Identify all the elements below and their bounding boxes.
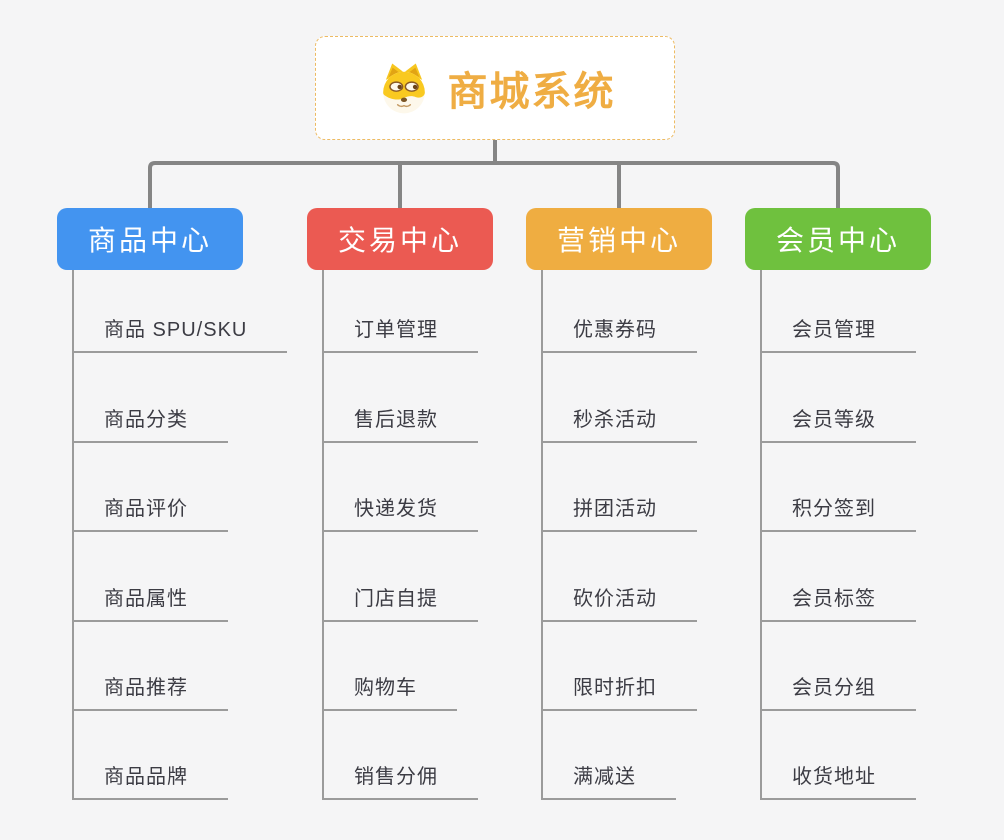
branch-node-2[interactable]: 营销中心 (526, 208, 712, 270)
child-node[interactable]: 商品分类 (72, 407, 228, 443)
child-node[interactable]: 优惠券码 (541, 317, 697, 353)
child-node[interactable]: 拼团活动 (541, 496, 697, 532)
child-label: 商品 SPU/SKU (104, 319, 248, 341)
child-label: 积分签到 (792, 498, 876, 520)
child-label: 会员等级 (792, 409, 876, 431)
child-label: 商品评价 (104, 498, 188, 520)
child-node[interactable]: 会员标签 (760, 586, 916, 622)
child-label: 收货地址 (792, 766, 876, 788)
child-node[interactable]: 积分签到 (760, 496, 916, 532)
child-label: 快递发货 (354, 498, 438, 520)
child-label: 商品分类 (104, 409, 188, 431)
child-label: 门店自提 (354, 588, 438, 610)
child-node[interactable]: 商品评价 (72, 496, 228, 532)
child-node[interactable]: 砍价活动 (541, 586, 697, 622)
child-node[interactable]: 会员管理 (760, 317, 916, 353)
child-label: 会员标签 (792, 588, 876, 610)
child-label: 订单管理 (354, 319, 438, 341)
child-label: 拼团活动 (573, 498, 657, 520)
child-label: 售后退款 (354, 409, 438, 431)
root-node[interactable]: 商城系统 (315, 36, 675, 140)
branch-label: 营销中心 (556, 225, 681, 256)
branch-spine-line (541, 270, 543, 800)
branch-spine-line (322, 270, 324, 800)
child-node[interactable]: 会员分组 (760, 675, 916, 711)
branch-spine-line (72, 270, 74, 800)
child-label: 砍价活动 (573, 588, 657, 610)
child-label: 购物车 (354, 677, 417, 699)
child-label: 会员分组 (792, 677, 876, 699)
child-node[interactable]: 收货地址 (760, 764, 916, 800)
child-label: 商品推荐 (104, 677, 188, 699)
child-label: 商品品牌 (104, 766, 188, 788)
child-node[interactable]: 商品属性 (72, 586, 228, 622)
child-node[interactable]: 商品品牌 (72, 764, 228, 800)
child-label: 会员管理 (792, 319, 876, 341)
child-node[interactable]: 订单管理 (322, 317, 478, 353)
child-label: 商品属性 (104, 588, 188, 610)
child-node[interactable]: 秒杀活动 (541, 407, 697, 443)
child-label: 限时折扣 (573, 677, 657, 699)
branch-label: 交易中心 (337, 225, 462, 256)
branch-node-0[interactable]: 商品中心 (57, 208, 243, 270)
branch-label: 商品中心 (87, 225, 212, 256)
child-node[interactable]: 会员等级 (760, 407, 916, 443)
child-label: 满减送 (573, 766, 636, 788)
branch-spine-line (760, 270, 762, 800)
child-node[interactable]: 售后退款 (322, 407, 478, 443)
branch-node-1[interactable]: 交易中心 (307, 208, 493, 270)
branch-node-3[interactable]: 会员中心 (745, 208, 931, 270)
child-node[interactable]: 快递发货 (322, 496, 478, 532)
child-node[interactable]: 商品推荐 (72, 675, 228, 711)
child-node[interactable]: 限时折扣 (541, 675, 697, 711)
dog-icon (375, 59, 433, 117)
child-node[interactable]: 满减送 (541, 764, 676, 800)
child-label: 销售分佣 (354, 766, 438, 788)
child-label: 优惠券码 (573, 319, 657, 341)
child-node[interactable]: 门店自提 (322, 586, 478, 622)
child-label: 秒杀活动 (573, 409, 657, 431)
child-node[interactable]: 销售分佣 (322, 764, 478, 800)
child-node[interactable]: 商品 SPU/SKU (72, 317, 288, 353)
child-node[interactable]: 购物车 (322, 675, 457, 711)
branch-label: 会员中心 (775, 225, 900, 256)
root-title: 商城系统 (447, 70, 616, 114)
